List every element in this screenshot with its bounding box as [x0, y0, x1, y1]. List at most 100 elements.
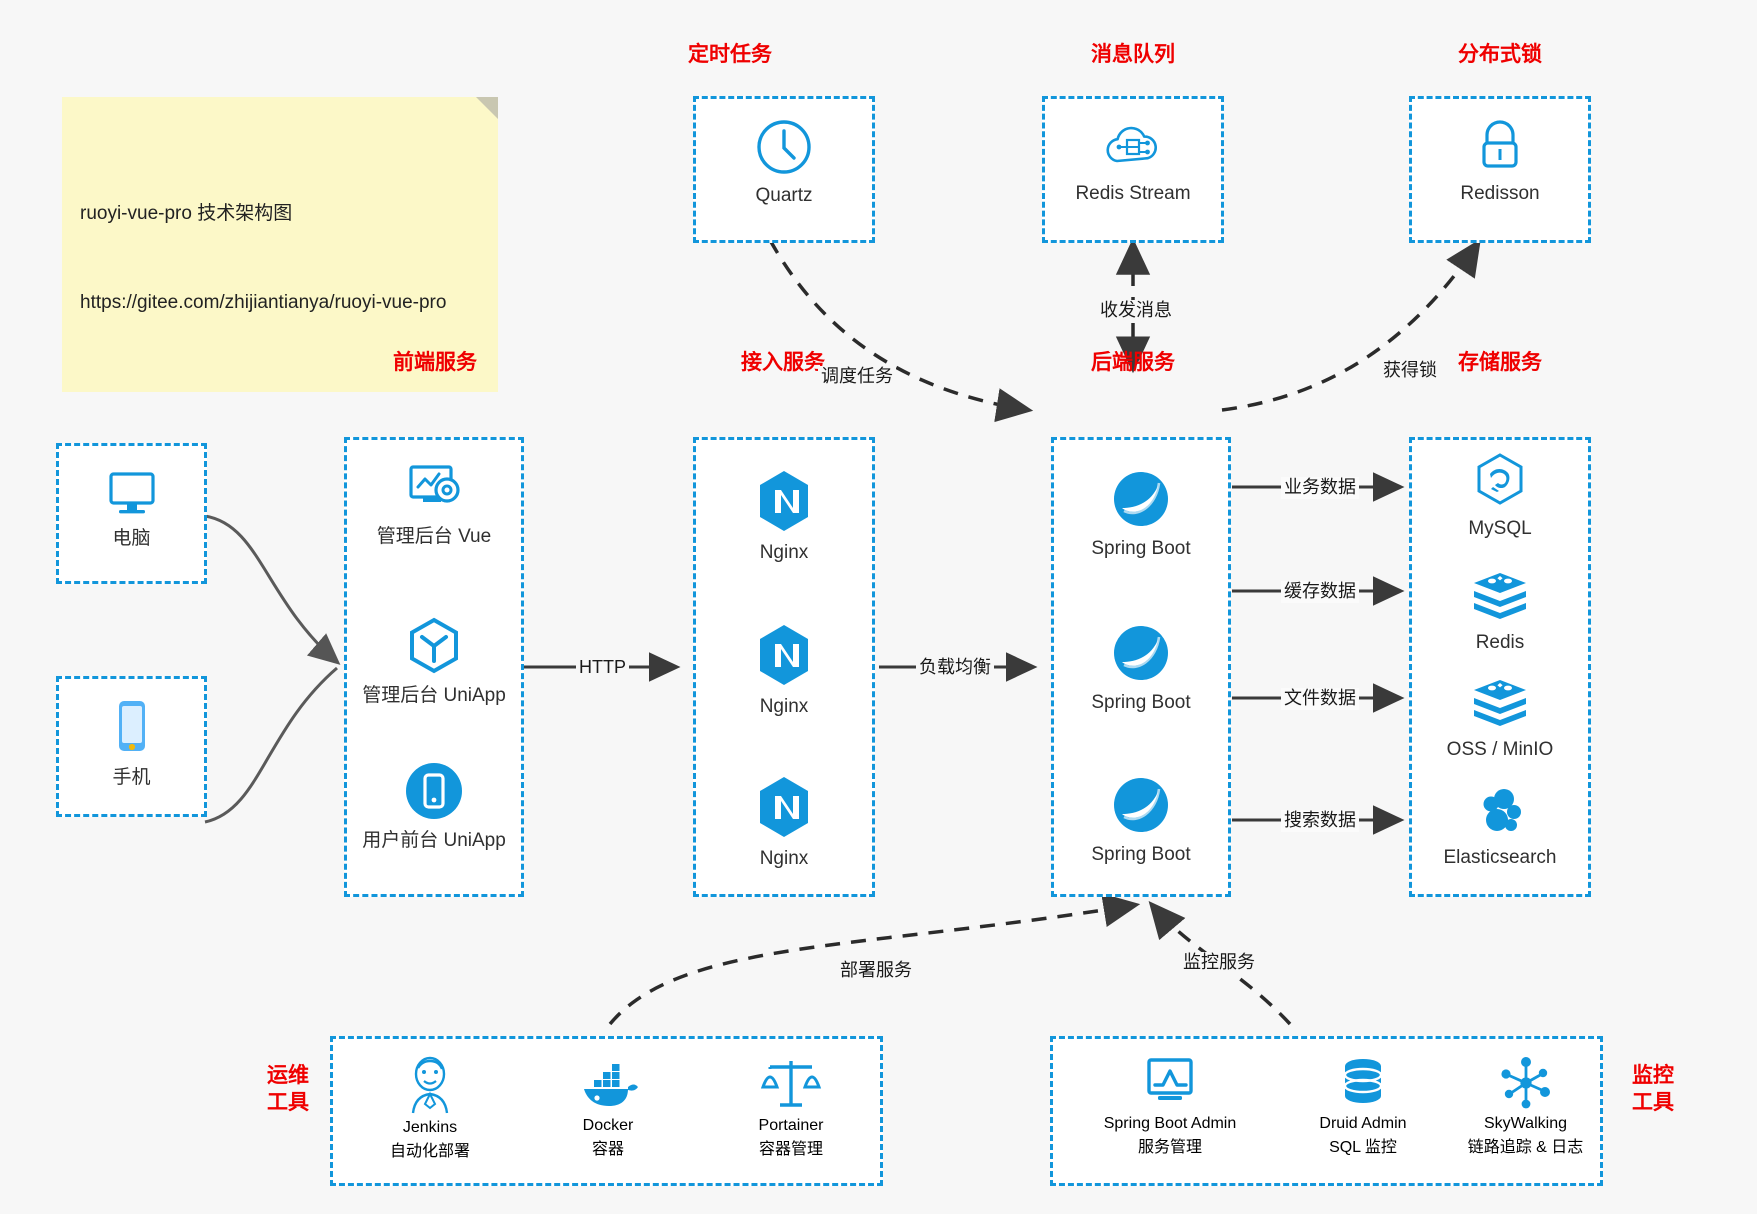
mobile-phone-icon	[118, 701, 145, 751]
sticky-note: ruoyi-vue-pro 技术架构图 https://gitee.com/zh…	[62, 97, 498, 392]
group-box-distributed-lock[interactable]: Redisson	[1409, 96, 1591, 243]
group-title-monitoring: 监控 工具	[1618, 1063, 1688, 1117]
node-label: Portainer	[758, 1117, 824, 1134]
elasticsearch-icon	[1483, 789, 1521, 831]
node-label: Spring Boot	[1091, 844, 1191, 865]
mobile-app-circle-icon	[406, 763, 462, 819]
node-spring-boot-1[interactable]: Spring Boot	[1054, 468, 1228, 561]
oss-stack-icon	[1474, 680, 1526, 726]
cloud-network-icon	[1106, 126, 1157, 163]
uniapp-cube-icon	[410, 617, 458, 674]
node-label: MySQL	[1468, 518, 1532, 539]
group-box-scheduler[interactable]: Quartz	[693, 96, 875, 243]
node-quartz[interactable]: Quartz	[696, 117, 872, 208]
node-docker[interactable]: Docker 容器	[533, 1061, 683, 1159]
spring-boot-admin-chart-icon	[1147, 1058, 1193, 1100]
node-redis[interactable]: Redis	[1412, 570, 1588, 655]
node-druid-admin[interactable]: Druid Admin SQL 监控	[1288, 1055, 1438, 1157]
group-title-distributed-lock: 分布式锁	[1458, 43, 1542, 66]
node-admin-vue[interactable]: 管理后台 Vue	[347, 462, 521, 549]
redis-stack-icon	[1474, 573, 1526, 619]
group-title-storage: 存储服务	[1458, 351, 1542, 374]
group-box-devops[interactable]: Jenkins 自动化部署 Docker 容器	[330, 1036, 883, 1186]
spring-boot-icon	[1114, 778, 1168, 832]
node-skywalking[interactable]: SkyWalking 链路追踪 & 日志	[1438, 1055, 1613, 1157]
group-box-backend[interactable]: Spring Boot Spring Boot Spring Boot	[1051, 437, 1231, 897]
nginx-icon	[760, 777, 808, 837]
node-label: OSS / MinIO	[1446, 739, 1554, 760]
node-label: Quartz	[755, 185, 813, 206]
node-redisson[interactable]: Redisson	[1412, 117, 1588, 206]
node-sublabel: 自动化部署	[389, 1143, 470, 1160]
node-label: 电脑	[112, 528, 151, 549]
node-nginx-1[interactable]: Nginx	[696, 468, 872, 565]
node-label: Spring Boot	[1091, 692, 1191, 713]
node-nginx-3[interactable]: Nginx	[696, 774, 872, 871]
edge-label-send-receive-message: 收发消息	[1097, 300, 1175, 322]
node-portainer[interactable]: Portainer 容器管理	[711, 1055, 871, 1159]
node-sublabel: 服务管理	[1137, 1139, 1202, 1156]
nginx-icon	[760, 471, 808, 531]
group-box-frontend[interactable]: 管理后台 Vue 管理后台 UniApp 用户前台 UniApp	[344, 437, 524, 897]
node-label: Docker	[582, 1117, 634, 1134]
group-title-monitoring-line2: 工具	[1632, 1090, 1674, 1114]
group-title-devops: 运维 工具	[258, 1063, 318, 1117]
node-jenkins[interactable]: Jenkins 自动化部署	[355, 1055, 505, 1161]
group-box-storage[interactable]: MySQL Redis OSS / MinIO	[1409, 437, 1591, 897]
dashboard-gear-icon	[409, 465, 460, 503]
node-label: Nginx	[759, 542, 809, 563]
node-label: Nginx	[759, 848, 809, 869]
nginx-icon	[760, 625, 808, 685]
note-line-1: ruoyi-vue-pro 技术架构图	[80, 203, 293, 225]
node-mobile[interactable]: 手机	[59, 697, 204, 790]
node-spring-boot-3[interactable]: Spring Boot	[1054, 774, 1228, 867]
edge-label-file-data: 文件数据	[1281, 688, 1359, 710]
node-label: Jenkins	[402, 1119, 458, 1136]
node-label: Druid Admin	[1319, 1115, 1407, 1132]
clock-icon	[757, 120, 811, 174]
group-box-gateway[interactable]: Nginx Nginx Nginx	[693, 437, 875, 897]
node-elasticsearch[interactable]: Elasticsearch	[1412, 785, 1588, 870]
group-box-message-queue[interactable]: Redis Stream	[1042, 96, 1224, 243]
node-label: Nginx	[759, 696, 809, 717]
note-line-2: https://gitee.com/zhijiantianya/ruoyi-vu…	[80, 291, 447, 313]
group-title-frontend: 前端服务	[393, 351, 477, 374]
node-spring-boot-2[interactable]: Spring Boot	[1054, 622, 1228, 715]
node-label: SkyWalking	[1484, 1115, 1567, 1132]
node-label: Elasticsearch	[1443, 847, 1557, 868]
edge-label-schedule-task: 调度任务	[818, 366, 896, 388]
node-oss-minio[interactable]: OSS / MinIO	[1412, 677, 1588, 762]
node-sublabel: 容器管理	[758, 1141, 823, 1158]
docker-whale-icon	[584, 1064, 638, 1106]
jenkins-butler-icon	[411, 1056, 449, 1114]
spring-boot-icon	[1114, 472, 1168, 526]
spring-boot-icon	[1114, 626, 1168, 680]
group-box-client-desktop[interactable]: 电脑	[56, 443, 207, 584]
lock-icon	[1482, 120, 1518, 168]
mysql-dolphin-icon	[1477, 453, 1523, 505]
node-label: Redis	[1475, 632, 1525, 653]
node-nginx-2[interactable]: Nginx	[696, 622, 872, 719]
node-label: Spring Boot Admin	[1103, 1115, 1237, 1132]
node-mysql[interactable]: MySQL	[1412, 452, 1588, 541]
node-admin-uniapp[interactable]: 管理后台 UniApp	[347, 615, 521, 708]
desktop-monitor-icon	[108, 472, 155, 514]
group-title-message-queue: 消息队列	[1091, 43, 1175, 66]
node-label: Redisson	[1460, 183, 1540, 204]
edge-label-monitor-service: 监控服务	[1180, 952, 1258, 974]
portainer-scale-icon	[760, 1061, 822, 1107]
group-title-scheduler: 定时任务	[688, 43, 772, 66]
group-box-client-mobile[interactable]: 手机	[56, 676, 207, 817]
edge-label-deploy-service: 部署服务	[837, 960, 915, 982]
group-title-monitoring-line1: 监控	[1632, 1064, 1674, 1087]
node-label: Redis Stream	[1075, 183, 1191, 204]
node-user-uniapp[interactable]: 用户前台 UniApp	[347, 760, 521, 853]
node-redis-stream[interactable]: Redis Stream	[1045, 119, 1221, 206]
node-label: 管理后台 UniApp	[362, 685, 506, 706]
node-desktop[interactable]: 电脑	[59, 468, 204, 551]
group-box-monitoring[interactable]: Spring Boot Admin 服务管理 Druid Admin SQL 监…	[1050, 1036, 1603, 1186]
edge-label-load-balance: 负载均衡	[916, 657, 994, 679]
node-spring-boot-admin[interactable]: Spring Boot Admin 服务管理	[1065, 1055, 1275, 1157]
group-title-devops-line2: 工具	[267, 1090, 309, 1114]
